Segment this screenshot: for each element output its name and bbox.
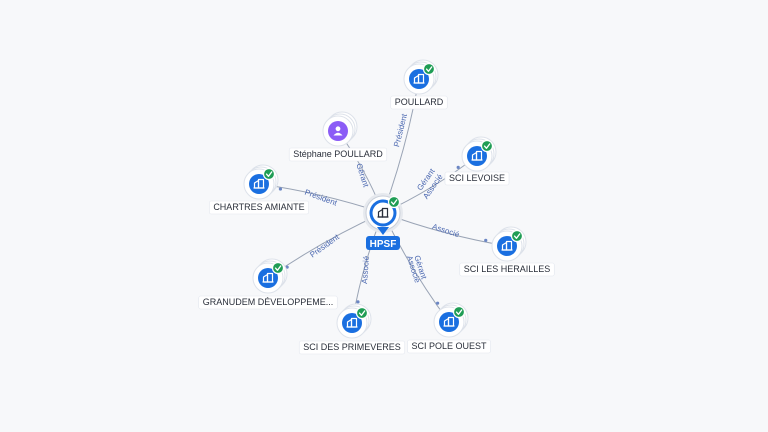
verified-check-icon bbox=[271, 261, 285, 275]
node-granudem[interactable]: GRANUDEM DÉVELOPPEME... bbox=[198, 258, 338, 310]
edge-label: Associé bbox=[431, 222, 461, 239]
pin-tip bbox=[377, 227, 389, 235]
building-icon bbox=[346, 317, 358, 328]
building-icon bbox=[262, 272, 274, 283]
building-icon bbox=[443, 316, 455, 327]
node-label: POULLARD bbox=[390, 95, 448, 110]
node-label: CHARTRES AMIANTE bbox=[209, 200, 309, 215]
edge-arrow-icon bbox=[356, 300, 360, 304]
building-icon bbox=[377, 207, 389, 218]
edge-arrow-icon bbox=[456, 165, 460, 170]
node-label: SCI LEVOISE bbox=[444, 171, 510, 186]
node-label: SCI POLE OUEST bbox=[407, 339, 491, 354]
building-icon bbox=[413, 73, 425, 84]
building-icon bbox=[253, 178, 265, 189]
center-node[interactable]: HPSF bbox=[363, 193, 403, 250]
svg-text:SCI POLE OUEST: SCI POLE OUEST bbox=[411, 341, 487, 351]
edge-label: Associé bbox=[360, 255, 371, 284]
node-chartres[interactable]: CHARTRES AMIANTE bbox=[209, 164, 309, 215]
node-primeveres[interactable]: SCI DES PRIMEVERES bbox=[298, 303, 406, 355]
node-stephane[interactable]: Stéphane POULLARD bbox=[288, 111, 388, 162]
svg-text:CHARTRES AMIANTE: CHARTRES AMIANTE bbox=[213, 202, 304, 212]
edge-arrow-icon bbox=[484, 238, 488, 242]
node-herailles[interactable]: SCI LES HERAILLES bbox=[459, 226, 555, 277]
svg-text:SCI DES PRIMEVERES: SCI DES PRIMEVERES bbox=[303, 342, 401, 352]
verified-check-icon bbox=[262, 167, 276, 181]
node-label: Stéphane POULLARD bbox=[288, 147, 388, 162]
building-icon bbox=[471, 150, 483, 161]
center-label: HPSF bbox=[370, 239, 397, 250]
edge-arrow-icon bbox=[436, 301, 440, 305]
svg-text:SCI LES HERAILLES: SCI LES HERAILLES bbox=[464, 264, 551, 274]
node-levoise[interactable]: SCI LEVOISE bbox=[444, 136, 510, 186]
node-label: SCI LES HERAILLES bbox=[459, 262, 555, 277]
svg-text:SCI LEVOISE: SCI LEVOISE bbox=[449, 173, 505, 183]
edge-label: Président bbox=[392, 112, 409, 148]
verified-check-icon bbox=[452, 305, 466, 319]
building-icon bbox=[501, 240, 513, 251]
svg-text:POULLARD: POULLARD bbox=[395, 97, 444, 107]
verified-check-icon bbox=[510, 229, 524, 243]
node-poleouest[interactable]: SCI POLE OUEST bbox=[407, 302, 491, 354]
node-label: SCI DES PRIMEVERES bbox=[298, 340, 406, 355]
edge-label: Gérant bbox=[354, 162, 370, 189]
person-icon bbox=[333, 126, 343, 136]
edge-arrow-icon bbox=[285, 265, 289, 269]
verified-check-icon bbox=[422, 62, 436, 76]
svg-text:GRANUDEM DÉVELOPPEME...: GRANUDEM DÉVELOPPEME... bbox=[203, 297, 334, 307]
edge-label: Président bbox=[308, 232, 341, 260]
nodes-layer: POULLARD Stéphane POULLARD SCI LEVOISE CHAR… bbox=[198, 59, 555, 355]
node-poullard[interactable]: POULLARD bbox=[390, 59, 448, 110]
edge-arrow-icon bbox=[278, 187, 283, 191]
center-label-pill bbox=[366, 236, 400, 250]
verified-check-icon bbox=[355, 306, 369, 320]
verified-check-icon bbox=[480, 139, 494, 153]
svg-text:Stéphane POULLARD: Stéphane POULLARD bbox=[293, 149, 383, 159]
node-label: GRANUDEM DÉVELOPPEME... bbox=[198, 295, 338, 310]
verified-check-icon bbox=[387, 195, 401, 209]
